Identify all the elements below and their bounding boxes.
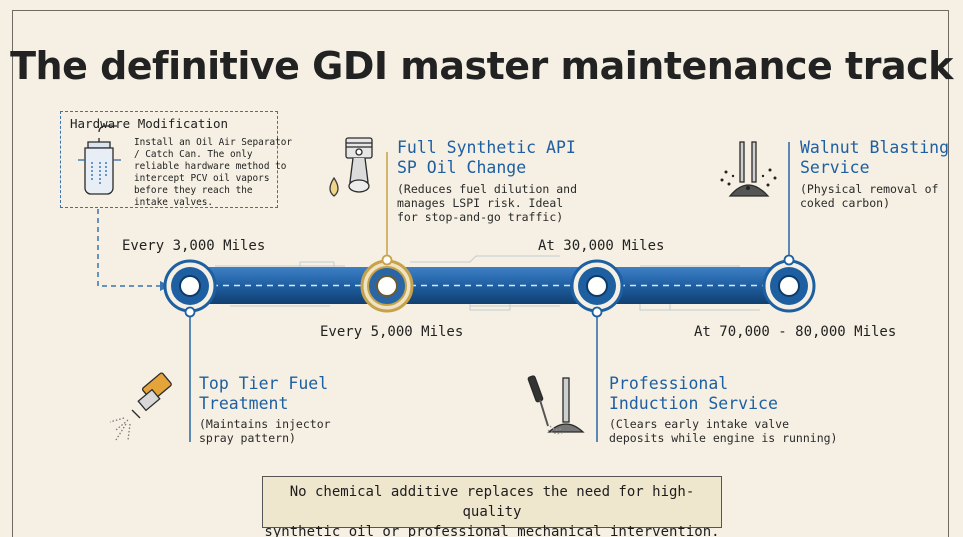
walnut-title-line: Service (800, 158, 870, 177)
disclaimer-line: No chemical additive replaces the need f… (289, 484, 695, 520)
node-4 (762, 254, 816, 313)
oil-service-desc: (Reduces fuel dilution and manages LSPI … (397, 182, 577, 224)
oil-desc-line: (Reduces fuel dilution and (397, 182, 578, 196)
node-3 (570, 259, 624, 318)
hardware-line: Install an Oil Air Separator (134, 137, 293, 148)
walnut-service-title: Walnut Blasting Service (800, 138, 949, 178)
node-1 (163, 259, 217, 318)
hardware-line: reliable hardware method to (134, 161, 287, 172)
walnut-service-desc: (Physical removal of coked carbon) (800, 182, 938, 210)
induction-desc-line: deposits while engine is running) (609, 431, 838, 445)
piston-oil-icon (329, 137, 373, 197)
walnut-title-line: Walnut Blasting (800, 138, 950, 157)
induction-service-desc: (Clears early intake valve deposits whil… (609, 417, 837, 445)
disclaimer-line: synthetic oil or professional mechanical… (264, 524, 720, 537)
milestone-label: Every 5,000 Miles (320, 324, 464, 340)
page-title: The definitive GDI master maintenance tr… (10, 44, 953, 88)
induction-tool-icon (527, 375, 585, 435)
hardware-callout (60, 111, 278, 208)
hardware-title: Hardware Modification (70, 116, 229, 131)
walnut-desc-line: (Physical removal of (800, 182, 939, 196)
milestone-label: Every 3,000 Miles (122, 238, 266, 254)
hardware-line: intake valves. (134, 197, 214, 208)
catch-can-icon (78, 125, 121, 195)
walnut-desc-line: coked carbon) (800, 196, 891, 210)
fuel-injector-icon (109, 372, 172, 441)
oil-desc-line: manages LSPI risk. Ideal (397, 196, 564, 210)
carbon-valve-icon (720, 141, 777, 197)
fuel-title-line: Top Tier Fuel (199, 374, 329, 393)
milestone-label: At 70,000 - 80,000 Miles (694, 324, 897, 340)
hardware-connector (97, 209, 160, 287)
hardware-line: before they reach the (134, 185, 253, 196)
node-2 (360, 254, 414, 313)
disclaimer-text: No chemical additive replaces the need f… (262, 482, 722, 537)
outer-frame (12, 10, 949, 537)
fuel-desc-line: (Maintains injector (199, 417, 331, 431)
fuel-desc-line: spray pattern) (199, 431, 296, 445)
oil-title-line: Full Synthetic API (397, 138, 576, 157)
hardware-line: / Catch Can. The only (134, 149, 253, 160)
disclaimer-box (262, 476, 722, 528)
hardware-body: Install an Oil Air Separator / Catch Can… (134, 137, 292, 209)
induction-service-title: Professional Induction Service (609, 374, 778, 414)
fuel-title-line: Treatment (199, 394, 289, 413)
induction-title-line: Induction Service (609, 394, 778, 413)
oil-service-title: Full Synthetic API SP Oil Change (397, 138, 576, 178)
fuel-service-desc: (Maintains injector spray pattern) (199, 417, 331, 445)
milestone-label: At 30,000 Miles (538, 238, 665, 254)
fuel-service-title: Top Tier Fuel Treatment (199, 374, 328, 414)
induction-desc-line: (Clears early intake valve (609, 417, 790, 431)
hardware-line: intercept PCV oil vapors (134, 173, 270, 184)
oil-desc-line: for stop-and-go traffic) (397, 210, 564, 224)
induction-title-line: Professional (609, 374, 729, 393)
oil-title-line: SP Oil Change (397, 158, 527, 177)
